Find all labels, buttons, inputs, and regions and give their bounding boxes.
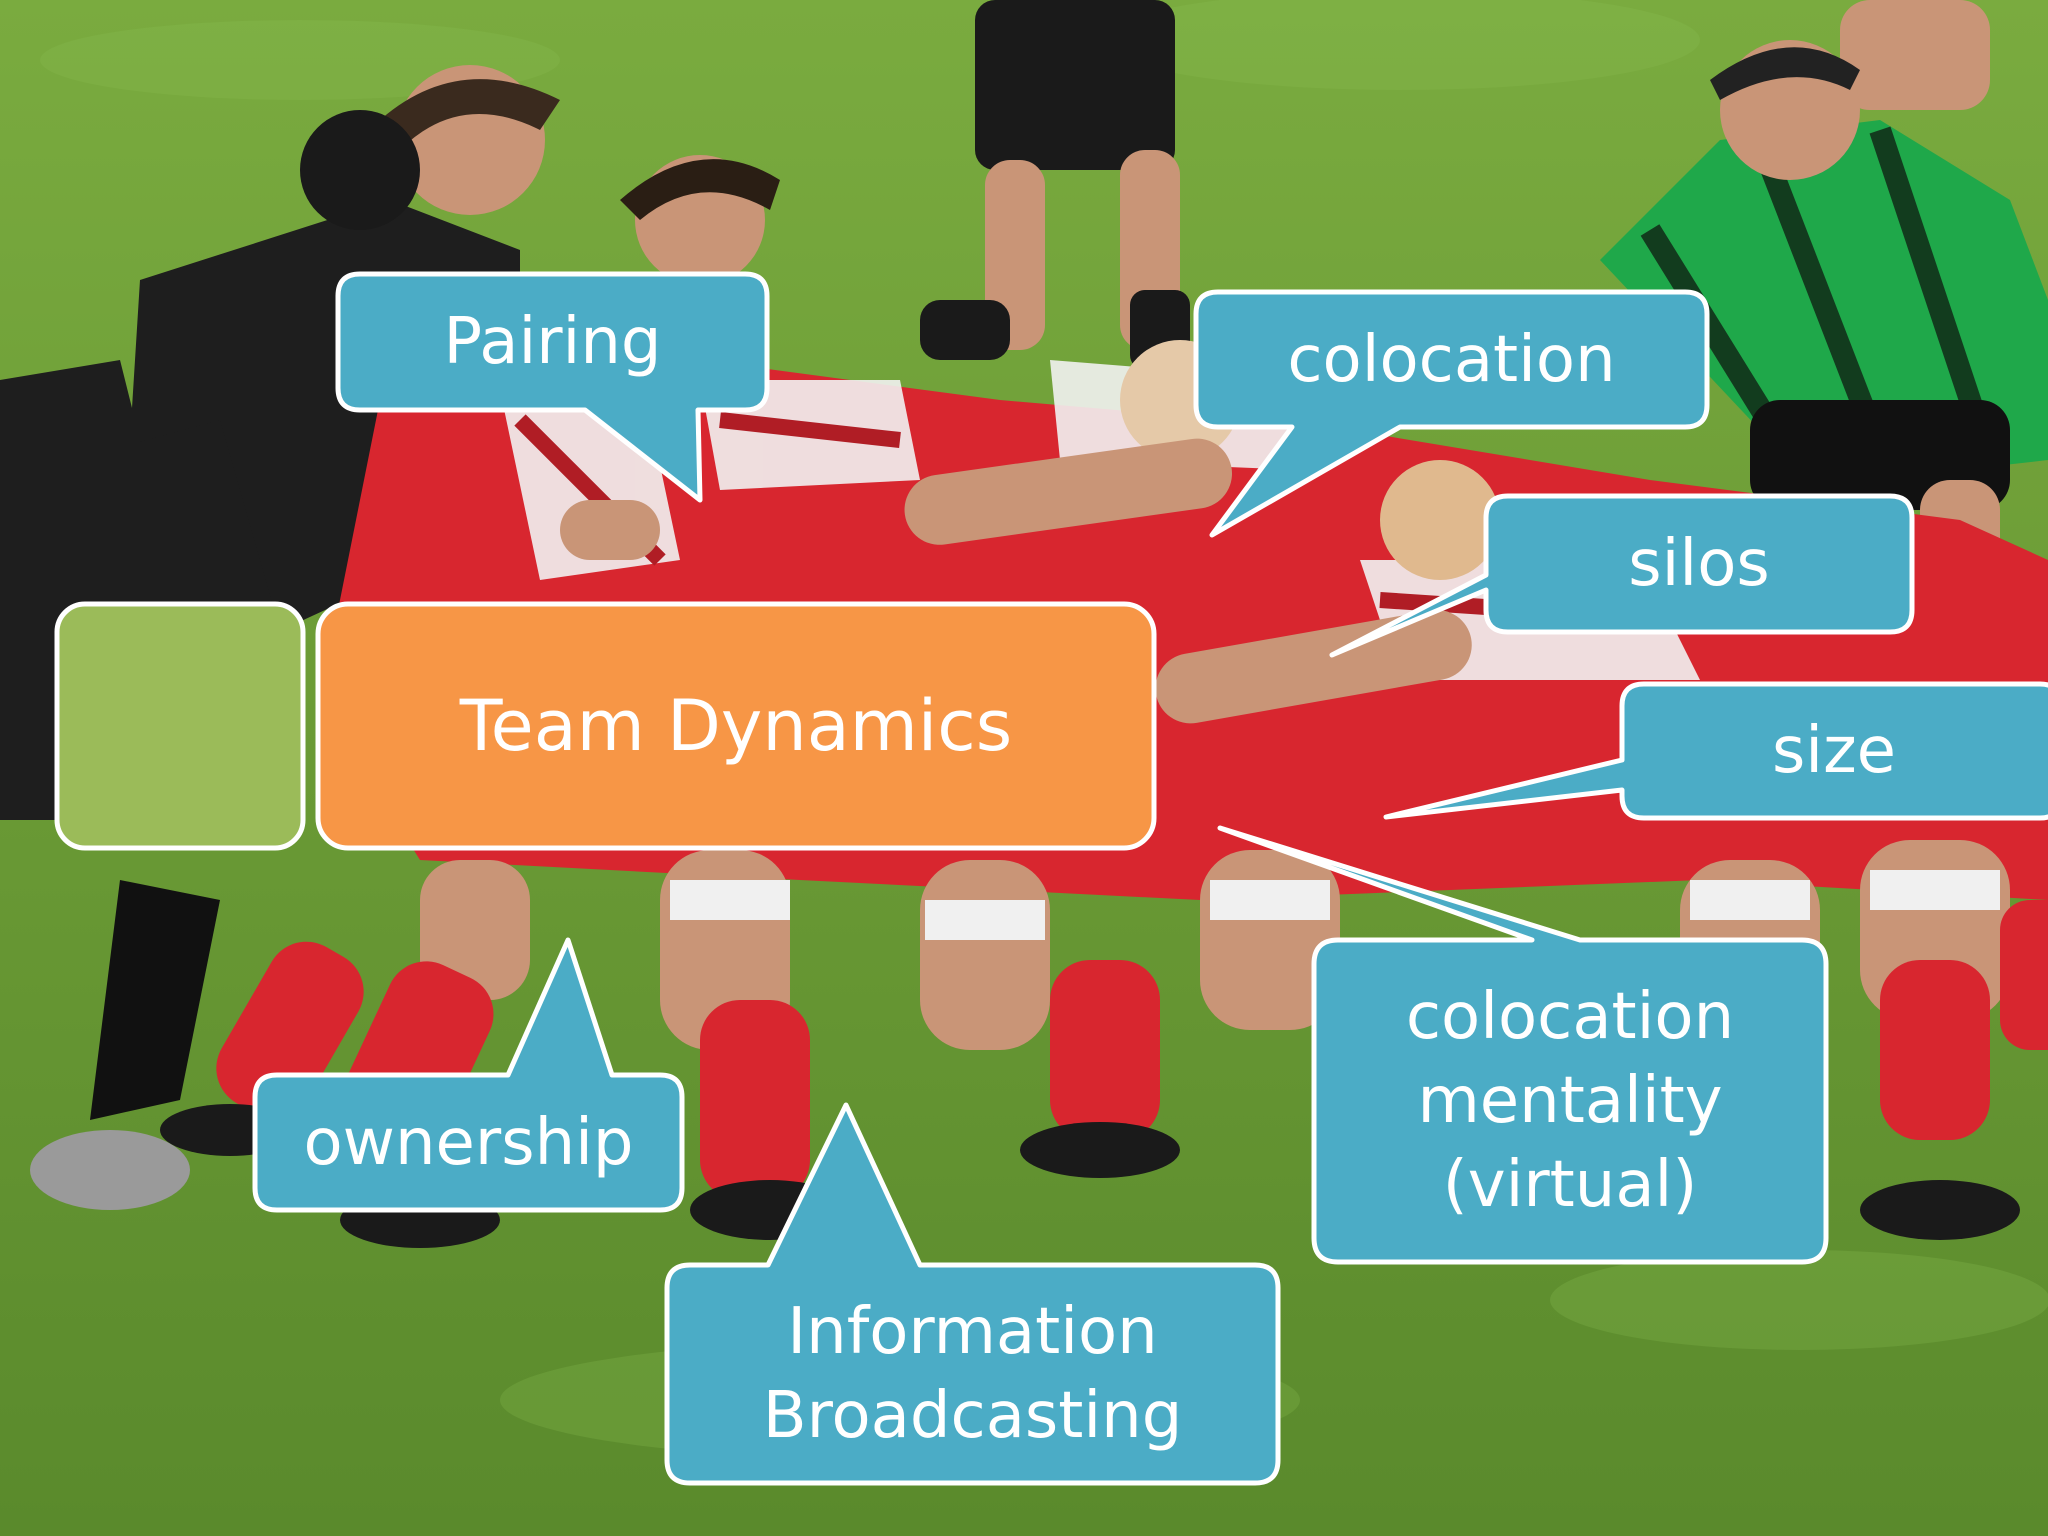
callout-ownership [252, 937, 685, 1213]
callout-colocation-mentality [1217, 825, 1829, 1265]
title-box [315, 601, 1157, 851]
background-player [920, 0, 1990, 370]
callout-information-broadcasting [664, 1102, 1281, 1486]
callout-label-size: size [1771, 714, 1897, 788]
callout-label-colocation: colocation [1287, 322, 1616, 397]
slide-title: Team Dynamics [459, 685, 1013, 767]
callout-label-pairing: Pairing [443, 305, 662, 379]
callout-size [1383, 681, 2048, 821]
callout-colocation [1193, 289, 1710, 538]
callout-label-ownership: ownership [303, 1105, 634, 1180]
callout-silos [1329, 493, 1915, 658]
callout-label-information-broadcasting: Information Broadcasting [762, 1295, 1183, 1453]
callout-pairing [335, 271, 770, 503]
accent-square [54, 601, 306, 851]
players-legs [30, 840, 2048, 1248]
callout-label-silos: silos [1628, 527, 1770, 601]
callout-label-colocation-mentality: colocation mentality (virtual) [1405, 980, 1735, 1222]
